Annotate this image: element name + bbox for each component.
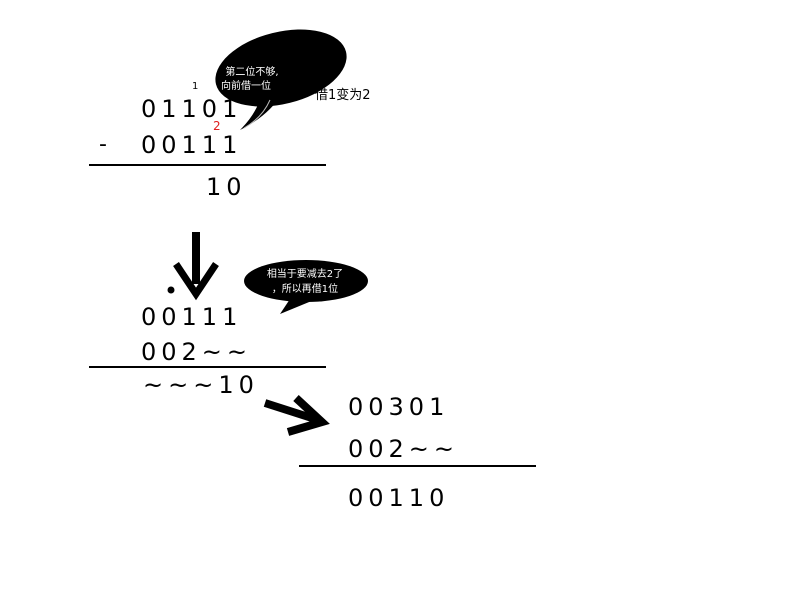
minuend-row: 01101 — [141, 95, 243, 123]
divider-line-2 — [89, 366, 326, 368]
minus-sign: - — [99, 132, 107, 157]
borrow-mark-2: 2 — [213, 119, 221, 133]
step2-row-2: 002~~ — [141, 338, 253, 366]
result-row-1: 10 — [206, 173, 247, 201]
bubble-top-line-1: 第二位不够, — [225, 67, 279, 78]
step2-result: ~~~10 — [143, 371, 259, 399]
speech-bubble-middle — [244, 260, 368, 314]
dot-mark — [167, 286, 175, 294]
down-arrow-icon — [173, 232, 219, 301]
bubble-top-line-2: 向前借一位 — [221, 81, 271, 92]
side-note: 借1变为2 — [315, 88, 371, 103]
borrow-mark-1: 1 — [192, 81, 199, 92]
step2-row-1: 00111 — [141, 303, 243, 331]
diagonal-arrow-icon — [263, 395, 330, 436]
subtrahend-row: 00111 — [141, 131, 243, 159]
bubble-middle-line-2: ，所以再借1位 — [271, 284, 339, 295]
bubble-middle-line-1: 相当于要减去2了 — [266, 269, 344, 280]
step3-row-1: 00301 — [348, 393, 450, 421]
speech-bubble-top — [215, 29, 347, 130]
step3-result: 00110 — [348, 484, 450, 512]
divider-line-3 — [299, 465, 536, 467]
divider-line-1 — [89, 164, 326, 166]
step3-row-2: 002~~ — [348, 435, 460, 463]
